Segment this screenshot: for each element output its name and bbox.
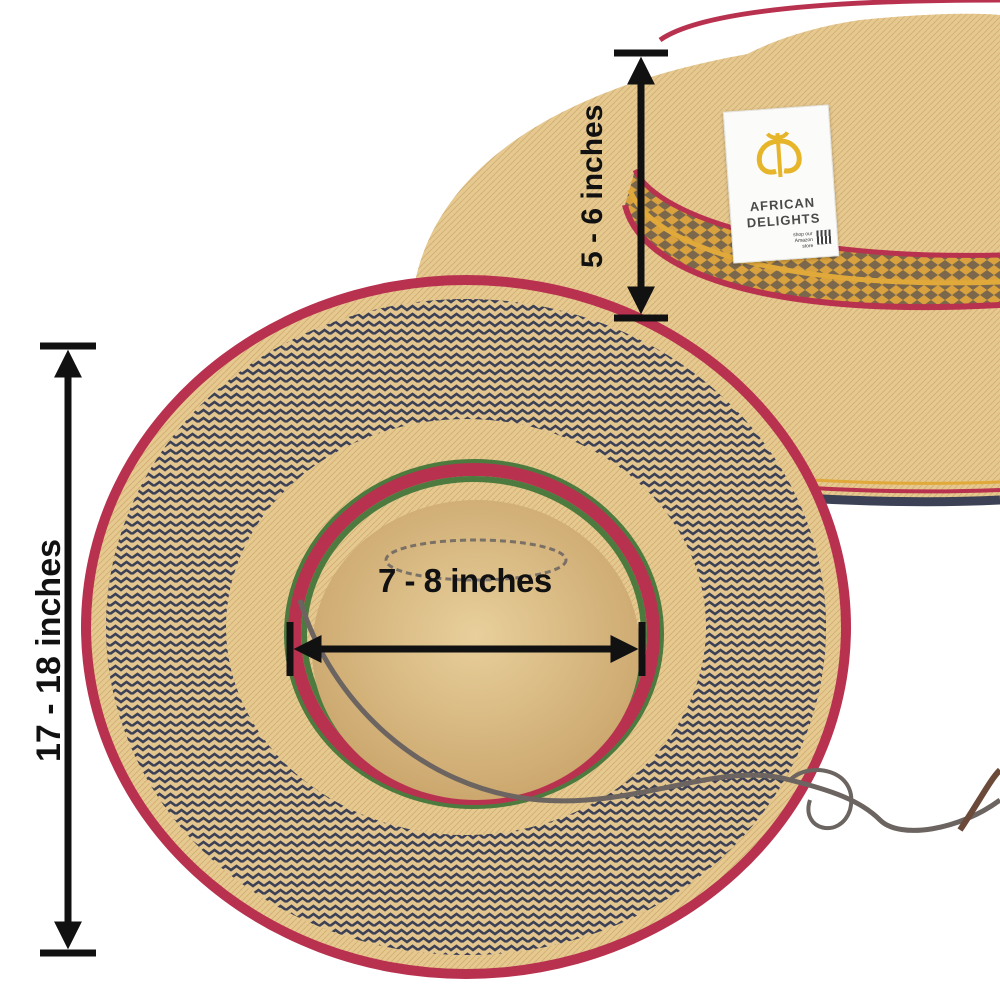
bottom-hat: [81, 275, 1000, 979]
crown-height-arrow: [614, 49, 668, 322]
crown-height-label: 5 - 6 inches: [576, 104, 609, 268]
top-hat-band: [625, 170, 1000, 308]
crown-width-label: 7 - 8 inches: [378, 562, 552, 599]
bottom-hat-chevron-ring: [106, 299, 826, 955]
chin-strap: [297, 599, 1000, 833]
brim-diameter-arrow: [40, 342, 96, 957]
brand-tag: AFRICAN DELIGHTS shop our Amazon store: [722, 104, 840, 264]
adinkra-symbol-icon: [756, 131, 802, 178]
crown-width-arrow: [286, 622, 646, 676]
tag-small-text: shop our Amazon store: [792, 230, 814, 250]
brim-diameter-label: 17 - 18 inches: [30, 538, 68, 762]
qr-code-icon: [816, 229, 832, 245]
